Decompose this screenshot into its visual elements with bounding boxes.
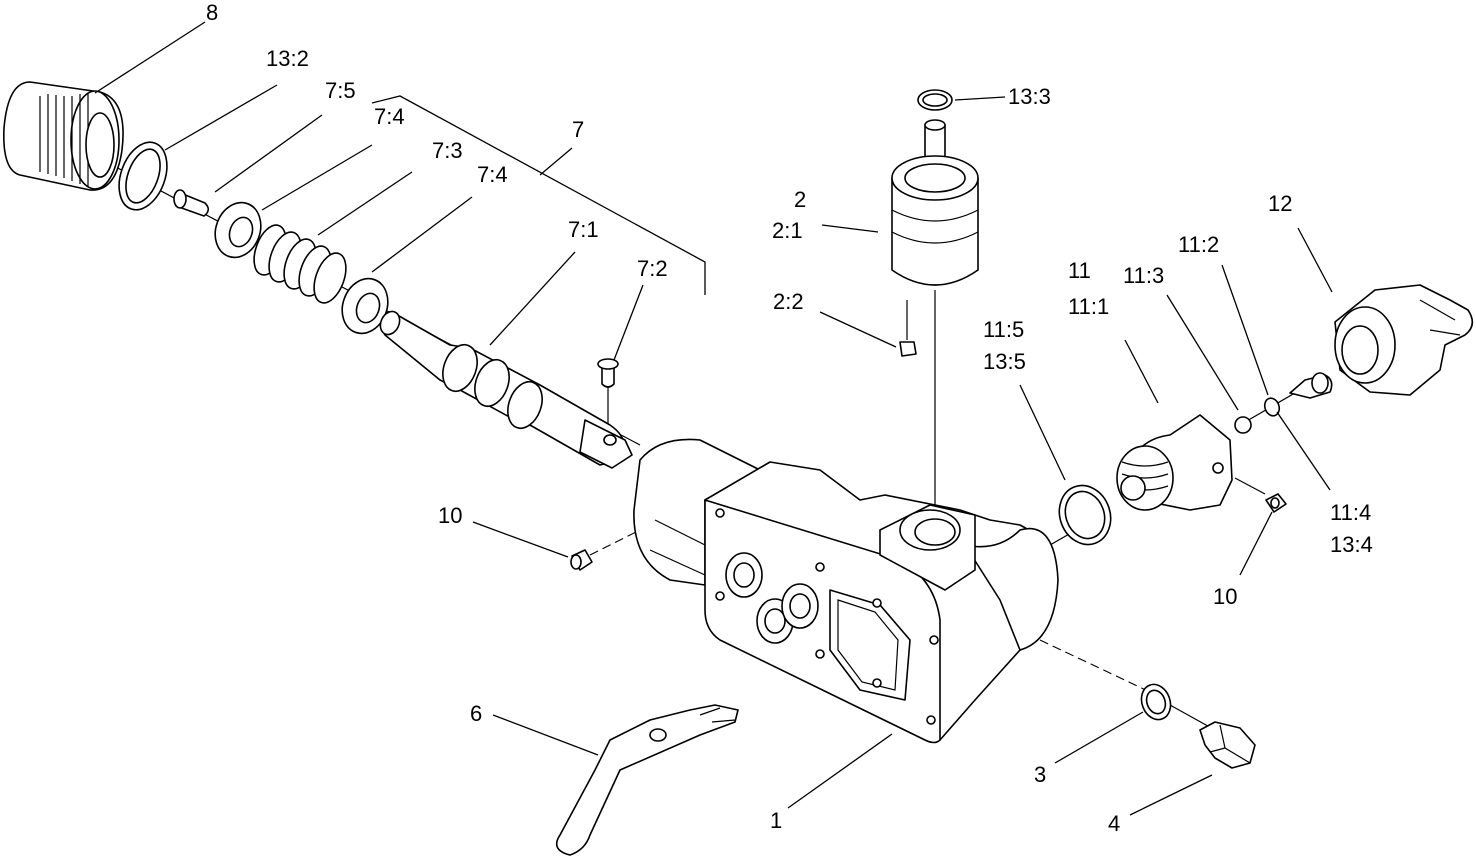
callout-2: 2: [794, 187, 806, 212]
part-8-threaded-cap: [3, 81, 124, 191]
callout-7-4-bottom: 7:4: [477, 162, 508, 187]
callout-8: 8: [206, 0, 218, 25]
part-11-4-poppet: [1289, 372, 1333, 399]
part-7-3-spring: [253, 224, 347, 304]
callout-11: 11: [1068, 258, 1091, 283]
callout-10-right: 10: [1213, 584, 1237, 609]
part-7-4-washer-left: [214, 201, 262, 259]
part-4-hex-bolt: [1199, 721, 1256, 769]
callout-11-1: 11:1: [1068, 294, 1109, 319]
part-2-plunger: [891, 119, 979, 286]
part-1-valve-body: [633, 438, 1059, 744]
callout-12: 12: [1268, 191, 1292, 216]
callout-3: 3: [1034, 762, 1046, 787]
callout-13-4: 13:4: [1330, 532, 1373, 557]
part-12-plug: [1334, 284, 1474, 396]
callout-2-2: 2:2: [773, 289, 804, 314]
part-13-3-o-ring: [917, 89, 953, 111]
part-11-5-o-ring: [1058, 484, 1112, 546]
part-7-2-pin: [597, 358, 619, 388]
callout-7-3: 7:3: [432, 138, 463, 163]
part-6-lever: [555, 704, 739, 856]
callout-2-1: 2:1: [772, 218, 803, 243]
callout-10-left: 10: [438, 503, 462, 528]
callout-7: 7: [572, 117, 584, 142]
part-11-3-ball: [1234, 416, 1252, 434]
callout-13-5: 13:5: [983, 349, 1026, 374]
part-7-1-spool: [379, 310, 633, 469]
callout-7-1: 7:1: [568, 217, 599, 242]
part-3-washer: [1140, 683, 1172, 721]
callout-11-4: 11:4: [1330, 500, 1371, 525]
callout-13-2: 13:2: [266, 46, 309, 71]
callout-11-5: 11:5: [983, 317, 1024, 342]
group-7-bracket: [371, 95, 706, 295]
callout-7-5: 7:5: [325, 78, 356, 103]
callout-labels: 8 13:2 7:5 7:4 7:3 7:4 7 7:1 7:2 13:3 2 …: [206, 0, 1373, 836]
callout-7-4-top: 7:4: [374, 104, 405, 129]
callout-4: 4: [1108, 811, 1120, 836]
part-11-2-o-ring: [1263, 397, 1281, 417]
callout-1: 1: [770, 808, 782, 833]
callout-11-2: 11:2: [1178, 232, 1219, 257]
part-10-plug-left: [570, 549, 593, 571]
leader-lines: [94, 21, 1333, 816]
part-7-5-pin: [173, 189, 210, 217]
callout-7-2: 7:2: [637, 256, 668, 281]
part-10-plug-right: [1265, 493, 1287, 513]
callout-11-3: 11:3: [1123, 263, 1164, 288]
callout-6: 6: [470, 701, 482, 726]
callout-13-3: 13:3: [1008, 84, 1051, 109]
part-7-4-washer-right: [341, 277, 389, 335]
part-13-2-o-ring: [118, 141, 168, 211]
part-2-2-nut: [899, 341, 917, 357]
part-11-fitting: [1116, 414, 1233, 511]
